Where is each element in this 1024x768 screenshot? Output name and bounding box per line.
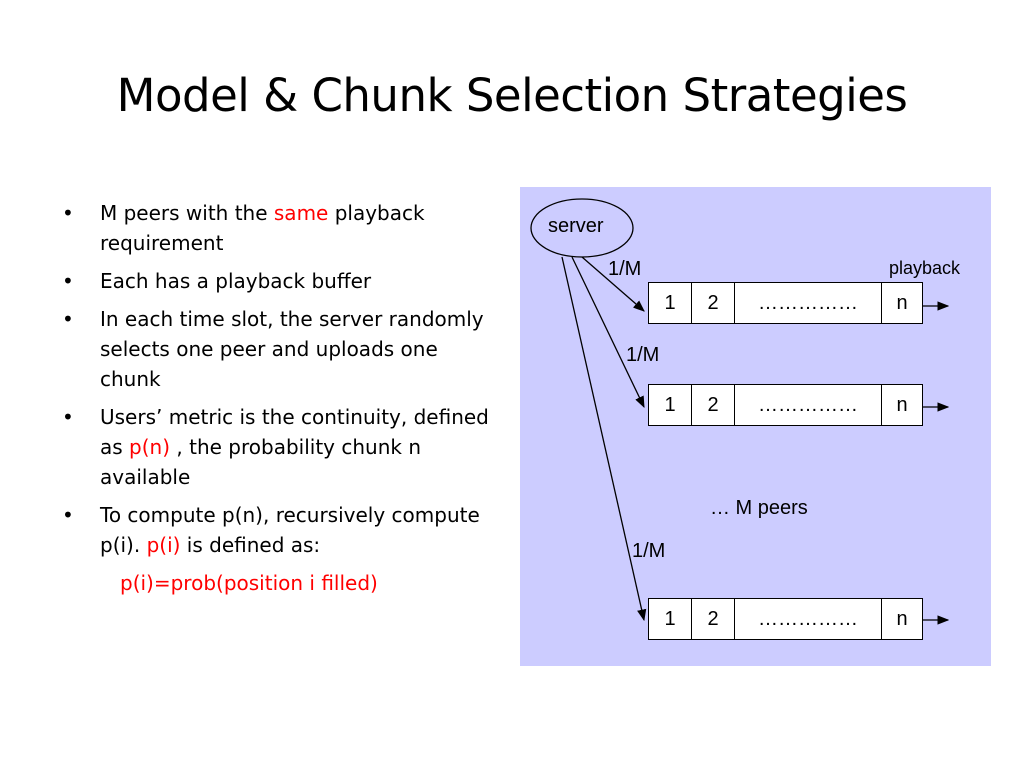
- edge-label: 1/M: [626, 344, 660, 366]
- edge-arrow-3: [561, 256, 647, 622]
- buffer-cell: ……………: [735, 599, 882, 639]
- buffer-cell: 1: [649, 385, 692, 425]
- bullet-dot: •: [62, 269, 74, 293]
- buffer-cell: 1: [649, 599, 692, 639]
- buffer-cell: ……………: [735, 283, 882, 323]
- bullet-text-part: Users’ metric is the continuity, defined…: [100, 405, 489, 459]
- buffer-cell: n: [896, 291, 908, 314]
- playback-buffer: 1 2 …………… n: [648, 282, 923, 324]
- buffer-cell: 2: [692, 385, 735, 425]
- peers-label: … M peers: [710, 497, 808, 519]
- bullet-dot: •: [62, 503, 74, 527]
- playback-buffer: 1 2 …………… n: [648, 384, 923, 426]
- bullet-dot: •: [62, 307, 74, 331]
- buffer-cell: 2: [692, 283, 735, 323]
- bullet-item: • Users’ metric is the continuity, defin…: [62, 402, 502, 492]
- highlight-text: same: [273, 201, 329, 225]
- bullet-dot: •: [62, 405, 74, 429]
- bullet-item: • Each has a playback buffer: [62, 266, 502, 296]
- bullet-text-part: M peers with the: [100, 201, 274, 225]
- server-label: server: [548, 215, 604, 237]
- bullet-text-part: To compute p(n), recursively compute p(i…: [100, 503, 480, 557]
- bullet-list: • M peers with the same playback require…: [62, 198, 502, 598]
- formula-text: p(i)=prob(position i filled): [120, 571, 378, 595]
- edge-label: 1/M: [632, 540, 666, 562]
- edge-arrow-2: [571, 256, 645, 409]
- edge-label: 1/M: [608, 258, 642, 280]
- buffer-cell: n: [896, 607, 908, 630]
- buffer-diagram: server playback 1/M 1/M 1/M … M peers 1 …: [520, 187, 991, 666]
- diagram-lines: [530, 198, 950, 625]
- bullet-text: M peers with the same playback requireme…: [100, 198, 502, 258]
- bullet-item: • In each time slot, the server randomly…: [62, 304, 502, 394]
- bullet-text-part: playback requirement: [100, 201, 425, 255]
- buffer-cell: 2: [692, 599, 735, 639]
- edge-arrow-1: [581, 256, 645, 312]
- bullet-text: Users’ metric is the continuity, defined…: [100, 402, 502, 492]
- bullet-dot: •: [62, 201, 74, 225]
- bullet-text-part: is defined as:: [180, 533, 321, 557]
- bullet-text-part: , the probability chunk n available: [100, 435, 421, 489]
- slide-title: Model & Chunk Selection Strategies: [116, 69, 908, 122]
- buffer-cell: 1: [649, 283, 692, 323]
- highlight-text: p(n): [129, 435, 171, 459]
- bullet-text: In each time slot, the server randomly s…: [100, 307, 484, 391]
- buffer-cell: n: [896, 393, 908, 416]
- buffer-cell: ……………: [735, 385, 882, 425]
- playback-buffer: 1 2 …………… n: [648, 598, 923, 640]
- bullet-text: To compute p(n), recursively compute p(i…: [100, 500, 502, 560]
- playback-label: playback: [889, 258, 961, 278]
- highlight-text: p(i): [146, 533, 181, 557]
- bullet-text: Each has a playback buffer: [100, 269, 372, 293]
- bullet-item: • M peers with the same playback require…: [62, 198, 502, 258]
- bullet-item: • To compute p(n), recursively compute p…: [62, 500, 502, 560]
